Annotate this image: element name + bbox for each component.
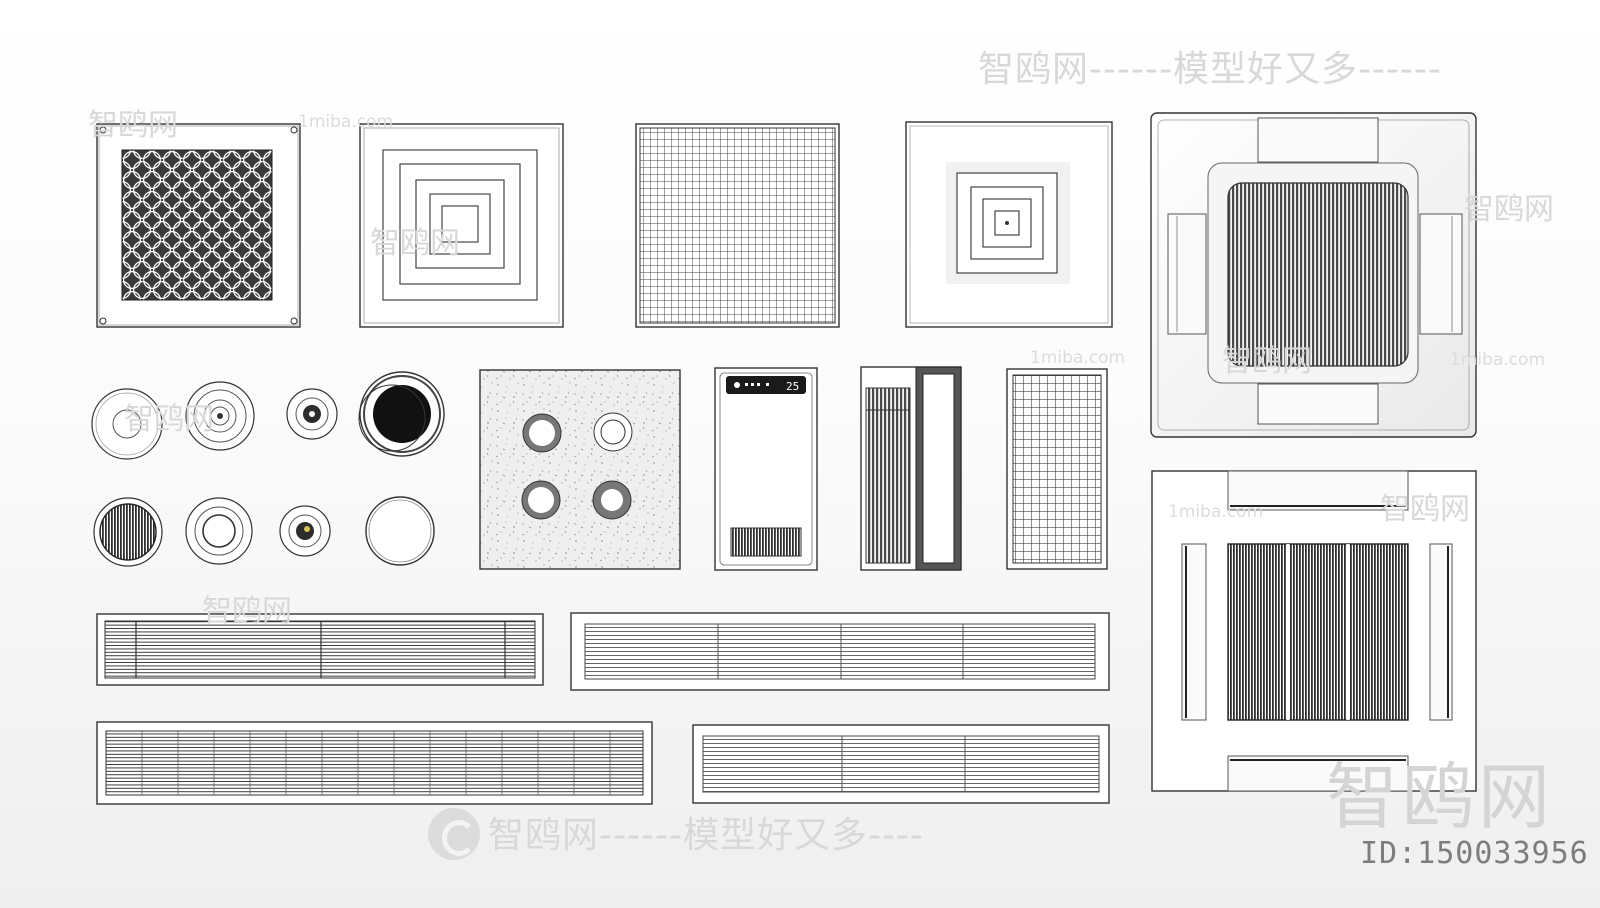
linear-slot-grille-icon [692,724,1110,804]
watermark-brand: 智鸥网 [1222,344,1312,379]
watermark-brand: 智鸥网 [124,402,214,437]
egg-crate-grille-icon [1006,368,1108,570]
linear-slot-grille-icon [570,612,1110,691]
watermark-logo-icon [428,808,480,860]
watermark-brand: 智鸥网 [1380,492,1470,527]
round-diffuser-icon [286,388,338,440]
linear-slot-grille-icon [96,721,653,805]
bath-heater-panel-icon: 25 [714,367,818,571]
watermark-brand: 智鸥网 [88,108,178,143]
cassette-ac-icon [1150,112,1477,438]
image-id-label: ID:150033956 [1360,836,1589,871]
egg-crate-grille-icon [635,123,840,328]
watermark-site: 1miba.com [1168,502,1264,522]
round-diffuser-icon [365,496,435,566]
watermark-site: 1miba.com [298,112,394,132]
circle-lattice-vent-icon [96,123,301,328]
round-diffuser-icon [91,388,163,460]
watermark-brand: 智鸥网 [1464,192,1554,227]
round-diffuser-icon [93,497,163,567]
square-diffuser-icon [359,123,564,328]
watermark-bottom-banner: 智鸥网------模型好又多---- [488,815,924,856]
panel-readout: 25 [786,380,799,393]
recessed-square-diffuser-icon [905,121,1113,328]
linear-slot-grille-icon [96,613,544,686]
dual-vent-panel-icon [479,369,681,570]
round-diffuser-icon [185,497,253,565]
watermark-site: 1miba.com [1030,348,1126,368]
louver-grille-icon [860,366,962,571]
watermark-site: 1miba.com [1450,350,1546,370]
watermark-brand: 智鸥网 [370,226,460,261]
round-diffuser-icon [279,505,331,557]
cassette-ac-icon [1151,470,1477,792]
round-diffuser-icon [185,381,255,451]
watermark-big-brand: 智鸥网 [1326,755,1555,839]
watermark-top-banner: 智鸥网------模型好又多------ [978,49,1442,90]
round-diffuser-icon [358,371,445,457]
watermark-brand: 智鸥网 [202,594,292,629]
